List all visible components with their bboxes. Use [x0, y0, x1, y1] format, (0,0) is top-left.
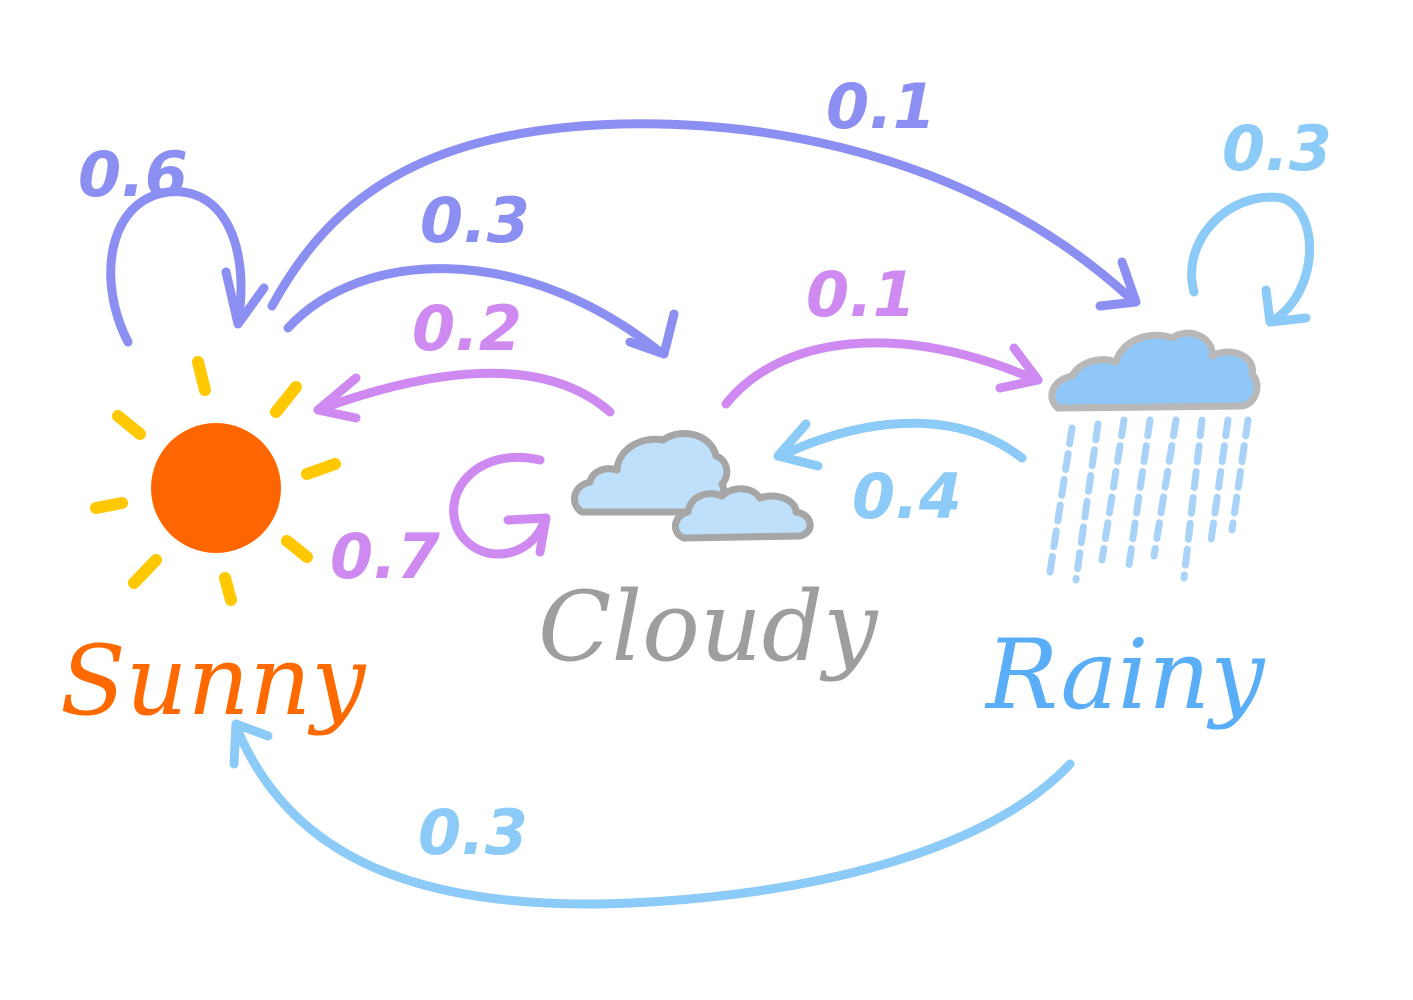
arrow-rainy-to-cloudy	[773, 418, 1027, 471]
cloud-icon	[571, 429, 814, 542]
arrow-sunny-to-rainy	[267, 119, 1141, 311]
rain-drop	[1098, 416, 1128, 564]
arrow-rainy-to-sunny	[229, 719, 1075, 909]
sun-ray	[192, 356, 211, 396]
sun-ray	[112, 410, 146, 440]
probability-label-rainy-sunny: 0.3	[418, 796, 528, 869]
arrow-sunny-to-sunny	[106, 187, 269, 347]
sun-ray	[128, 554, 162, 589]
rain-drop	[1228, 416, 1252, 534]
rain-drop	[1150, 416, 1180, 560]
sun-ray	[90, 497, 128, 514]
probability-label-cloudy-sunny: 0.2	[412, 292, 522, 365]
rain-drop	[1072, 420, 1102, 584]
cloud-shape	[571, 429, 731, 516]
sun-disc	[151, 423, 281, 553]
arrow-cloudy-to-sunny	[313, 368, 615, 423]
arrow-cloudy-to-cloudy	[449, 452, 551, 559]
probability-label-rainy-rainy: 0.3	[1222, 112, 1332, 185]
sun-ray	[270, 381, 302, 418]
probability-label-sunny-sunny: 0.6	[78, 138, 188, 211]
arrow-rainy-to-rainy	[1187, 192, 1314, 327]
probability-label-sunny-cloudy: 0.3	[420, 184, 530, 257]
rain-drop	[1046, 424, 1076, 576]
rain-drop	[1180, 416, 1206, 582]
rain-drop	[1206, 416, 1232, 552]
state-label-rainy: Rainy	[984, 619, 1266, 731]
probability-label-sunny-rainy: 0.1	[826, 70, 936, 143]
rain-cloud-icon	[1046, 329, 1261, 584]
state-label-sunny: Sunny	[60, 625, 367, 737]
sun-ray	[281, 535, 313, 563]
probability-label-rainy-cloudy: 0.4	[852, 460, 962, 533]
probability-label-cloudy-rainy: 0.1	[806, 258, 916, 331]
sun-ray	[219, 572, 237, 606]
state-label-cloudy: Cloudy	[538, 571, 879, 683]
arrow-cloudy-to-rainy	[721, 338, 1043, 409]
probability-label-cloudy-cloudy: 0.7	[330, 520, 441, 593]
arrow-sunny-to-cloudy	[283, 264, 679, 359]
sun-ray	[301, 458, 341, 480]
rain-cloud-shape	[1048, 329, 1261, 412]
sun-icon	[90, 356, 341, 606]
cloud-shape	[672, 485, 814, 542]
rain-drop	[1124, 416, 1154, 576]
